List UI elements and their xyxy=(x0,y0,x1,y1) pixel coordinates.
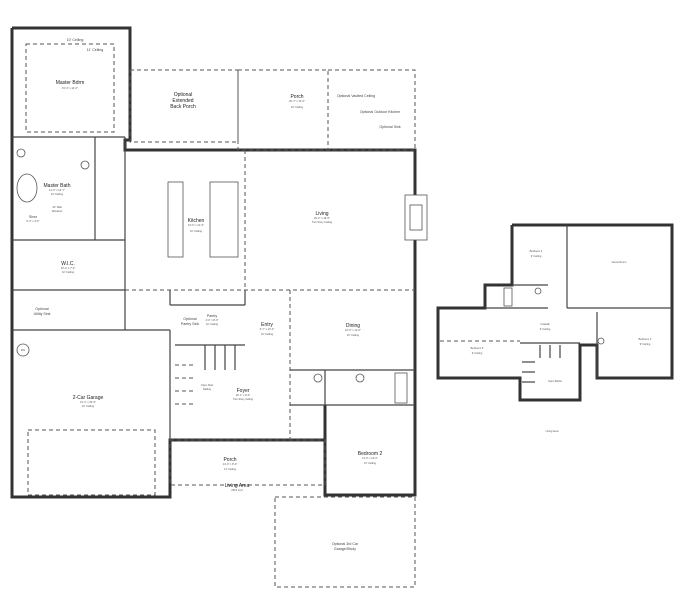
room-label-catwalk: Catwalk xyxy=(540,322,550,326)
room-label-back-porch: Back Porch xyxy=(170,104,196,110)
room-label-master-bdrm: Master Bdrm xyxy=(56,80,85,86)
note-stair-railing: Open Stair xyxy=(201,383,214,387)
front-porch xyxy=(169,439,326,486)
kitchen-island xyxy=(209,181,239,258)
room-size: 16'-0" x 11'-0" xyxy=(345,328,361,332)
sink-icon xyxy=(16,148,26,158)
ceiling-label: 10' Ceiling xyxy=(190,229,203,233)
note-pantry-sink: Pantry Sink xyxy=(181,322,200,326)
ceiling-label: 11' Ceiling xyxy=(224,467,236,471)
room-size: 20'-7" x 11'-0" xyxy=(289,99,305,103)
room-size: 6'-7" x 10'-0" xyxy=(260,327,275,331)
ceiling-label: 10' Ceiling xyxy=(82,404,95,408)
ceiling-label: 10' Ceiling xyxy=(62,270,75,274)
room-label-wic: W.I.C. xyxy=(61,261,75,267)
room-size: 5'-4" x 4'-0" xyxy=(26,219,39,223)
room-size: 15'-4" x 14'-0" xyxy=(62,86,78,90)
ceiling-label: 9' Ceiling xyxy=(472,351,483,355)
kitchen-island xyxy=(167,181,184,258)
note-pantry-sink: Optional xyxy=(183,317,197,321)
ceiling-label: Two Story Ceiling xyxy=(312,220,333,224)
ceiling-label: 10' Ceiling xyxy=(206,322,219,326)
room-label-shower: Shwr xyxy=(29,215,38,219)
bathtub-icon xyxy=(16,173,38,203)
room-label-game-room: Game Room xyxy=(612,260,627,264)
room-size: 16'-6" x 21'-6" xyxy=(188,223,204,227)
tray-ceiling xyxy=(25,43,115,133)
room-label-living: Living xyxy=(315,211,328,217)
room-label-back-porch: Optional xyxy=(174,92,193,98)
room-label-pantry: Pantry xyxy=(207,314,218,318)
room-size: 21'-1" x 20'-5" xyxy=(80,400,96,404)
note-stair-railing: Railing xyxy=(203,387,211,391)
room-label-front-porch: Porch xyxy=(223,457,236,463)
ceiling-label: 9' Ceiling xyxy=(640,342,651,346)
vaulted-area xyxy=(327,69,416,151)
room-label-open-below: Open Below xyxy=(548,379,562,383)
room-label-kitchen: Kitchen xyxy=(188,218,205,224)
note-wall: Windows xyxy=(52,209,63,213)
room-label-master-bath: Master Bath xyxy=(44,183,71,189)
note-third-car: Optional 3rd Car xyxy=(332,542,359,546)
optional-third-car xyxy=(274,496,416,588)
note-utility-sink: Utility Sink xyxy=(34,312,51,316)
room-label-bedroom-5: Bedroom 5 xyxy=(471,346,484,350)
room-size: 20'-2" x 19'-0" xyxy=(314,216,330,220)
second-floor-plan: Bedroom 4 9' Ceiling Game Room Bedroom 5… xyxy=(436,223,674,433)
note-optional-sink: Optional Sink xyxy=(379,125,401,129)
room-label-garage: 2-Car Garage xyxy=(73,395,104,401)
sink-icon xyxy=(80,160,90,170)
living-area-label: Living Area xyxy=(225,483,250,489)
ceiling-label: 9' Ceiling xyxy=(531,254,542,258)
room-label-back-porch: Extended xyxy=(172,98,193,104)
note-vaulted-ceiling: Optional Vaulted Ceiling xyxy=(337,94,375,98)
fireplace-box xyxy=(409,204,423,231)
living-area-value: 2615 sq ft xyxy=(231,488,243,492)
note-third-car: Garage/Study xyxy=(334,547,356,551)
exterior-wall xyxy=(10,28,327,499)
stairs xyxy=(175,345,236,405)
note-wall: 42" Wall xyxy=(52,205,62,209)
sink-icon xyxy=(597,337,605,345)
ceiling-label: 10' Ceiling xyxy=(291,105,304,109)
sink-icon xyxy=(355,373,365,383)
stairs xyxy=(522,345,561,383)
first-floor-plan: 10' Ceiling 11' Ceiling Master Bdrm 15'-… xyxy=(10,26,428,588)
room-label-bedroom-2: Bedroom 2 xyxy=(358,451,383,457)
room-label-porch: Porch xyxy=(290,94,303,100)
note-utility-sink: Optional xyxy=(35,307,49,311)
sink-icon xyxy=(534,287,542,295)
rear-porch xyxy=(237,69,329,151)
room-size: 14'-0" x 8'-0" xyxy=(223,462,238,466)
room-size: 10'-4" x 7'-0" xyxy=(61,266,76,270)
ceiling-label: 10' Ceiling xyxy=(261,332,274,336)
ceiling-label: 10' Ceiling xyxy=(347,333,360,337)
ceiling-label: 9' Ceiling xyxy=(540,327,551,331)
bathtub-icon xyxy=(503,287,513,307)
note-outdoor-kitchen: Optional Outdoor Kitchen xyxy=(360,110,400,114)
ceiling-label: 10' Ceiling xyxy=(51,192,64,196)
water-heater-label: WH xyxy=(21,348,25,352)
room-label-entry: Entry xyxy=(261,322,273,328)
room-label-bedroom-3: Bedroom 3 xyxy=(639,337,652,341)
room-label-bedroom-4: Bedroom 4 xyxy=(530,249,543,253)
garage-door xyxy=(27,429,156,496)
water-heater-icon xyxy=(16,343,30,357)
room-size: 11'-0" x 12'-0" xyxy=(362,456,378,460)
room-size: 11'-0" x 13'-7" xyxy=(49,188,65,192)
bathtub-icon xyxy=(394,372,408,404)
ceiling-label: 11' Ceiling xyxy=(87,48,103,52)
sink-icon xyxy=(313,373,323,383)
ceiling-label: 10' Ceiling xyxy=(67,38,84,42)
room-size: 16'-1" x 9'-0" xyxy=(236,393,251,397)
room-label-dining: Dining xyxy=(346,323,360,329)
ceiling-label: 10' Ceiling xyxy=(364,461,377,465)
living-area-label: Living Area xyxy=(546,429,559,433)
room-size: 4'-0" x 8'-0" xyxy=(205,318,218,322)
room-label-foyer: Foyer xyxy=(237,388,250,394)
ceiling-label: Two Story Ceiling xyxy=(233,397,254,401)
